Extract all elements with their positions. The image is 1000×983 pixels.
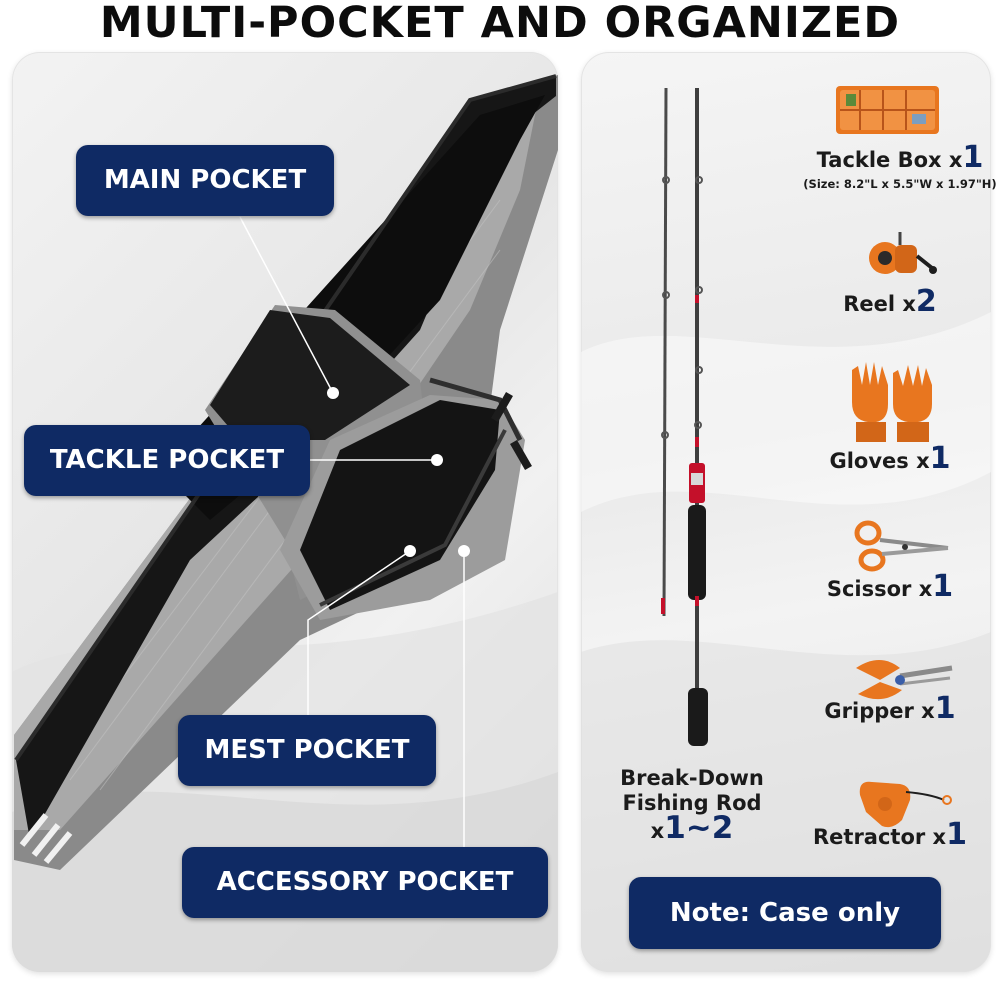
- reel-item: Reel x2: [843, 284, 937, 319]
- mest-pocket-label: MEST POCKET: [178, 715, 436, 786]
- scissor-item: Scissor x1: [826, 569, 954, 604]
- accessory-pocket-label: ACCESSORY POCKET: [182, 847, 548, 918]
- tackle-box-item: Tackle Box x1 (Size: 8.2"L x 5.5"W x 1.9…: [803, 140, 997, 191]
- fishing-rod-label: Break-Down Fishing Rod x1~2: [620, 766, 764, 846]
- gripper-item: Gripper x1: [824, 691, 956, 726]
- page-title: MULTI-POCKET AND ORGANIZED: [99, 0, 901, 48]
- retractor-item: Retractor x1: [813, 817, 967, 852]
- note-badge: Note: Case only: [629, 877, 941, 949]
- main-pocket-label: MAIN POCKET: [76, 145, 334, 216]
- tackle-pocket-label: TACKLE POCKET: [24, 425, 310, 496]
- gloves-item: Gloves x1: [829, 441, 951, 476]
